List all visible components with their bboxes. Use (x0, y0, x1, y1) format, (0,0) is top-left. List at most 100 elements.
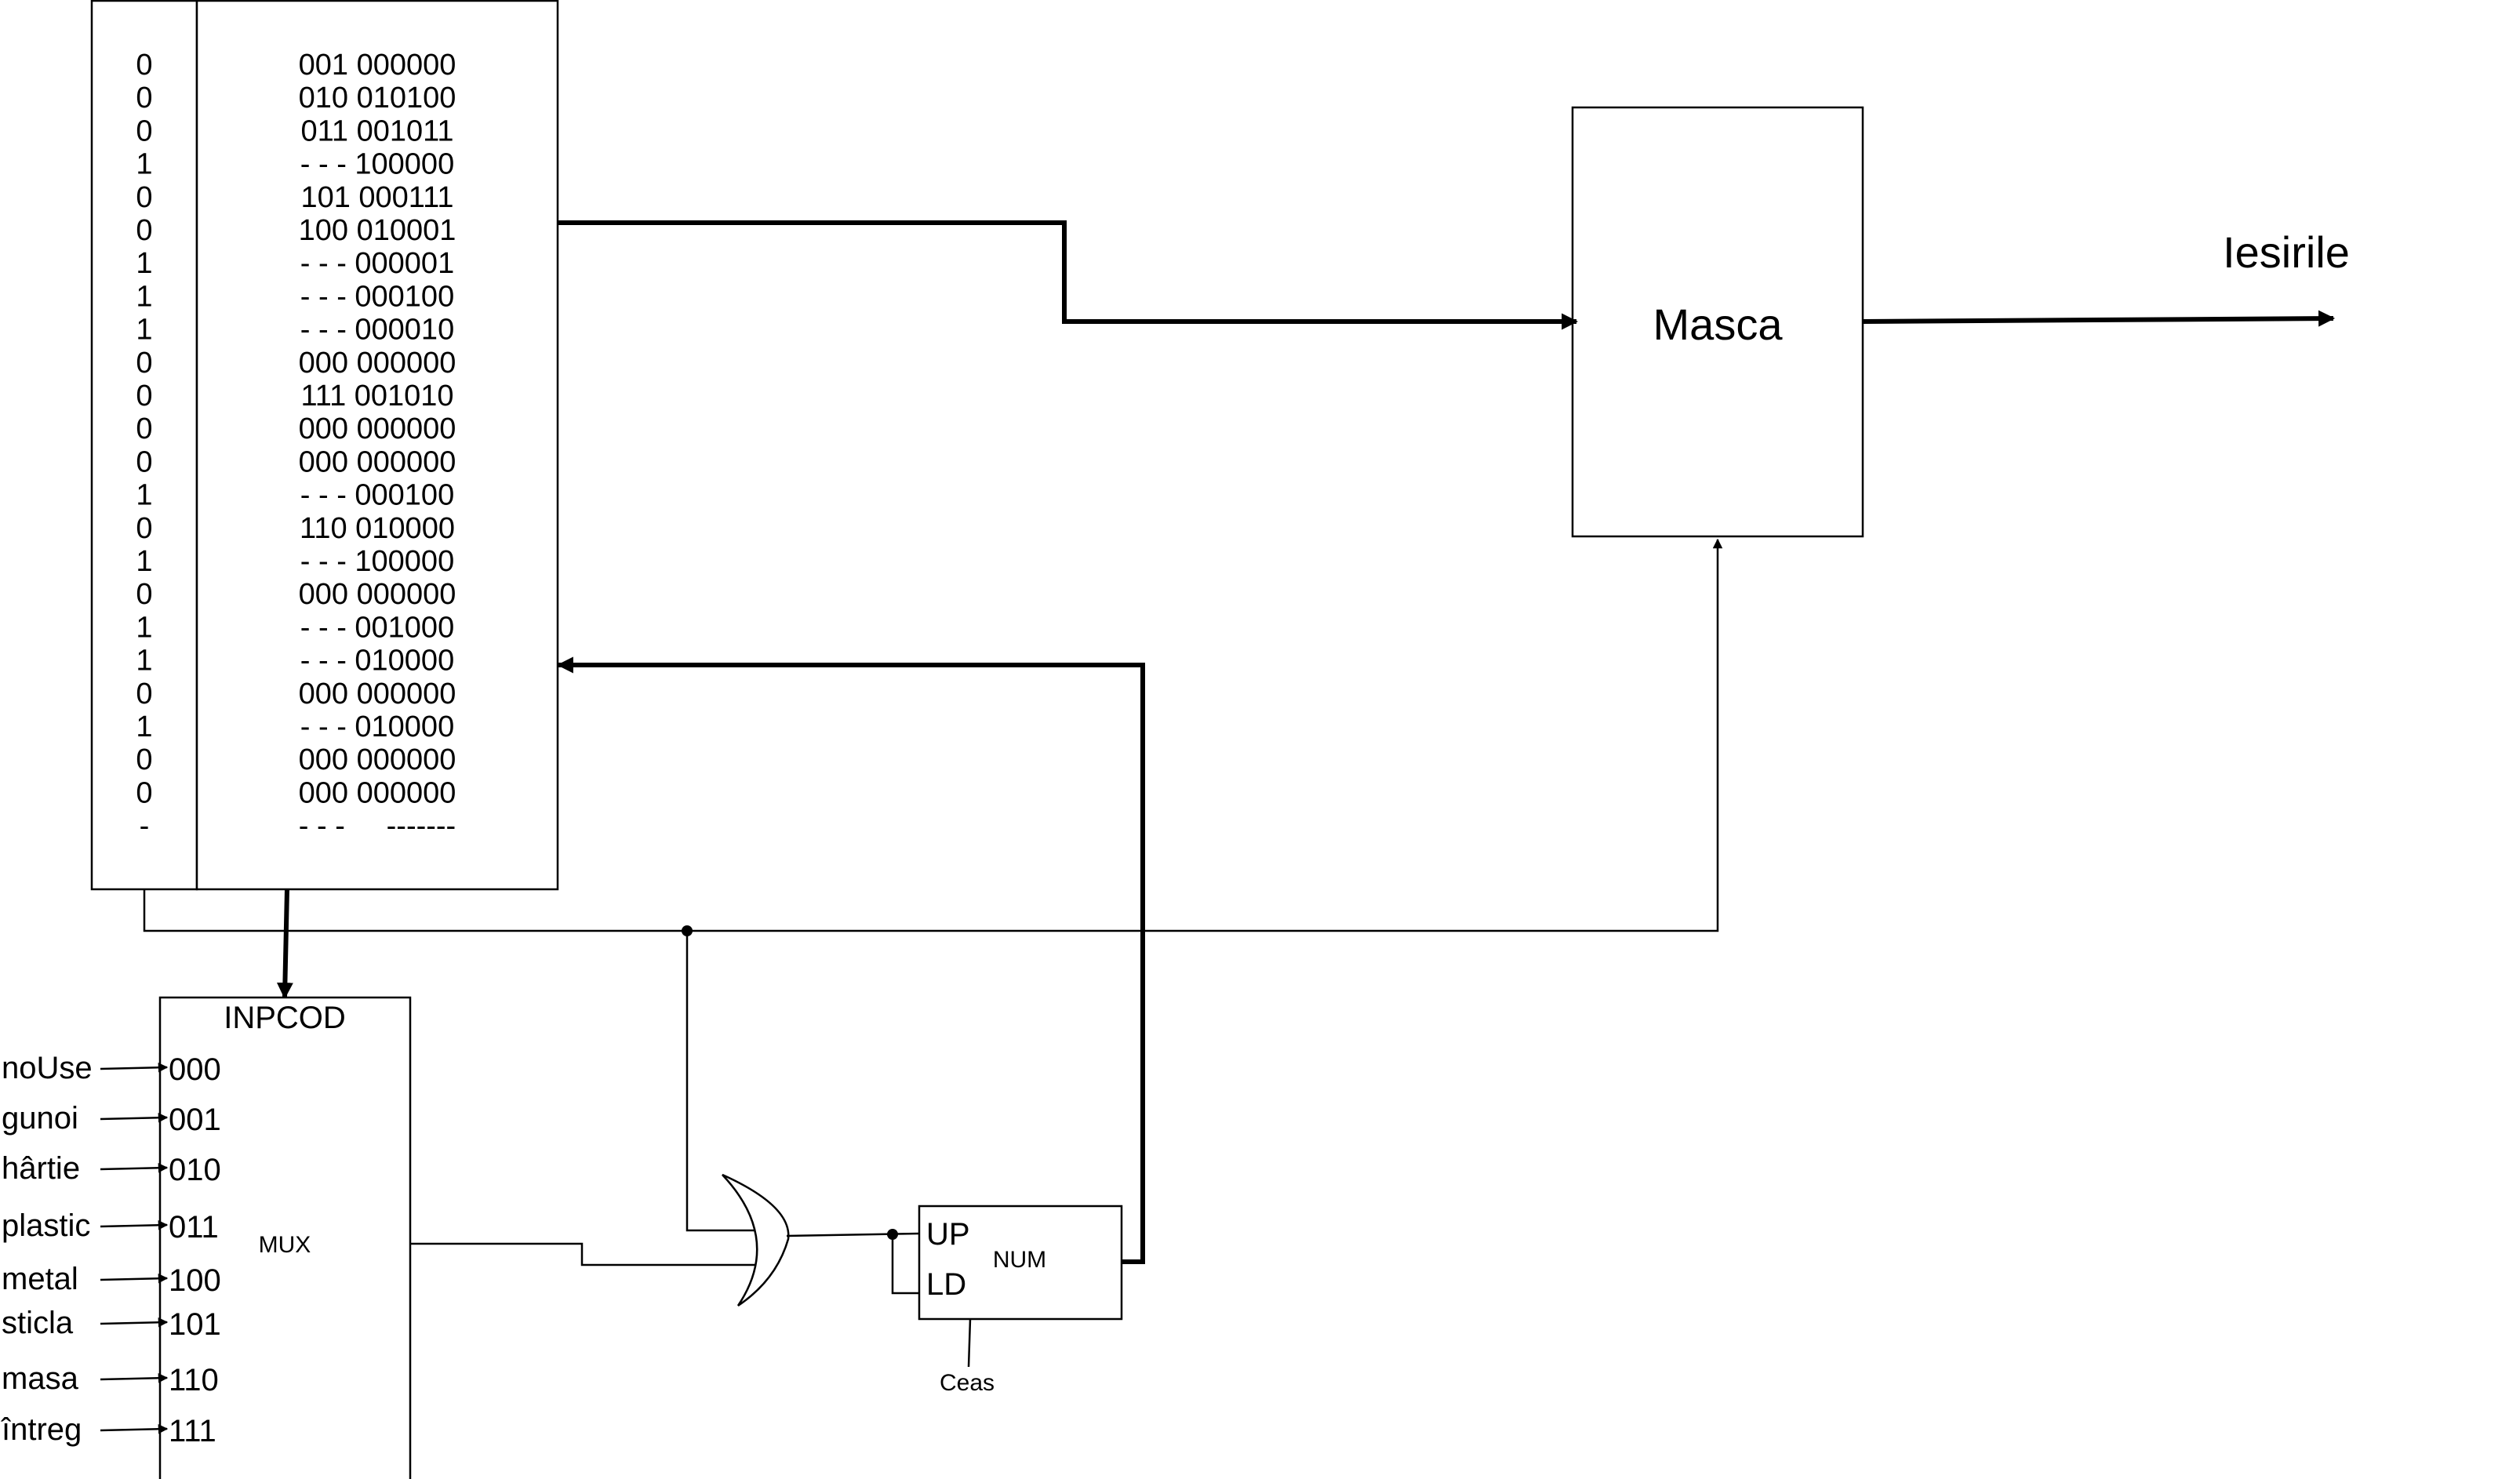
rom-flag-cell: - (140, 810, 150, 843)
rom-flag-cell: 1 (136, 710, 152, 743)
mux-input-arrow (100, 1424, 169, 1434)
rom-flag-cell: 0 (136, 776, 152, 809)
rom-flag-cell: 1 (136, 280, 152, 313)
rom-code-cell: - - - 000010 (300, 314, 454, 347)
mux-input-code: 010 (169, 1153, 221, 1187)
rom-code-cell: 101 000111 (300, 181, 453, 214)
mux-box (158, 996, 412, 1479)
ld-wire (891, 1234, 919, 1295)
counter-to-rom-address-bus (556, 656, 1145, 1264)
rom-code-cell: 000 000000 (299, 743, 456, 776)
mux-input-signal-label: masa (2, 1361, 79, 1396)
rom-flag-cell: 0 (136, 347, 152, 380)
rom-code-cell: - - - 010000 (300, 710, 454, 743)
counter-up-label: UP (926, 1217, 970, 1252)
flag-to-or-wire (685, 931, 758, 1232)
output-bus-arrow (1862, 310, 2336, 327)
mux-input-code: 101 (169, 1307, 221, 1342)
rom-code-cell: - - - 010000 (300, 645, 454, 678)
counter-block: UP LD NUM (918, 1205, 1123, 1321)
rom-code-cell: - - - 100000 (300, 148, 454, 181)
mux-input-arrow (100, 1317, 169, 1328)
mux-input-arrow (100, 1220, 169, 1230)
mux-input-code: 100 (169, 1263, 221, 1298)
rom-code-cell: - - - 001000 (300, 611, 454, 644)
rom-flag-cell: 0 (136, 214, 152, 247)
mux-input-arrow (100, 1373, 169, 1383)
mux-input-signal-label: întreg (1, 1412, 82, 1447)
rom-flag-cell: 0 (136, 445, 152, 478)
counter-box (918, 1205, 1123, 1321)
rom-code-cell: 110 010000 (300, 512, 455, 545)
rom-code-cell: - - - 100000 (300, 545, 454, 578)
mask-label: Masca (1653, 300, 1784, 349)
mux-input-arrow (100, 1063, 169, 1073)
rom-flag-cell: 0 (136, 412, 152, 445)
rom-flag-cell: 0 (136, 82, 152, 114)
mux-input-code: 011 (169, 1210, 219, 1245)
rom-flag-cell: 0 (136, 181, 152, 214)
rom-flag-cell: 0 (136, 49, 152, 82)
mux-input-signal-label: plastic (2, 1208, 90, 1243)
rom-flag-cell: 1 (136, 479, 152, 512)
flag-line (143, 538, 1723, 932)
mux-input-signal-label: hârtie (2, 1151, 80, 1186)
rom-to-mux-select-bus (276, 888, 293, 1000)
counter-label: NUM (993, 1247, 1046, 1273)
rom-flag-cell: 0 (136, 678, 152, 710)
or-gate (722, 1173, 790, 1307)
rom-flag-cell: 1 (136, 314, 152, 347)
rom-flag-cell: 0 (136, 114, 152, 147)
rom-code-cell: 000 000000 (299, 776, 456, 809)
mask-block: Masca (1571, 106, 1864, 538)
mux-input-list: noUse 000 gunoi 001 hârtie 010 plastic 011 metal… (1, 1051, 221, 1448)
rom-flag-cell: 0 (136, 380, 152, 412)
rom-code-cell: 000 000000 (299, 412, 456, 445)
mux-input-code: 111 (169, 1414, 216, 1448)
mux-input-signal-label: metal (2, 1262, 78, 1296)
clock-label: Ceas (940, 1370, 995, 1396)
mux-input-arrow (100, 1113, 169, 1123)
rom-code-cell: 010 010100 (299, 82, 456, 114)
clock-wire (967, 1318, 972, 1368)
mux-center-label: MUX (259, 1232, 311, 1258)
rom-to-mask-bus (558, 220, 1579, 330)
rom-code-cell: - - - 000001 (300, 247, 454, 280)
mask-box (1571, 106, 1864, 538)
rom-flag-cell: 0 (136, 578, 152, 611)
rom-code-cell: 000 000000 (299, 347, 456, 380)
rom-code-cell: 011 001011 (300, 114, 453, 147)
rom-code-cell: - - - 000100 (300, 280, 454, 313)
rom-code-cell: 100 010001 (299, 214, 456, 247)
rom-flag-cell: 1 (136, 148, 152, 181)
mux-input-code: 000 (169, 1052, 221, 1087)
rom-code-cell: - - - 000100 (300, 479, 454, 512)
mux-input-code: 001 (169, 1103, 221, 1137)
rom-code-cell: - - - ------- (299, 810, 456, 843)
mux-input-arrow (100, 1163, 169, 1173)
mux-to-or-wire (410, 1242, 765, 1266)
counter-ld-label: LD (926, 1267, 966, 1302)
rom-code-cell: 000 000000 (299, 578, 456, 611)
mux-input-signal-label: sticla (2, 1306, 74, 1340)
mux-block: INPCOD MUX noUse 000 gunoi 001 hârtie 010 plas… (1, 996, 412, 1479)
outputs-label: Iesirile (2223, 227, 2350, 277)
rom-code-cell: 000 000000 (299, 678, 456, 710)
rom-flag-cell: 1 (136, 545, 152, 578)
mux-input-signal-label: gunoi (2, 1101, 78, 1136)
rom-code-column-box (195, 0, 559, 891)
rom-flag-column-box (90, 0, 198, 891)
rom-code-cell: 001 000000 (299, 49, 456, 82)
rom-code-cell: 000 000000 (299, 445, 456, 478)
rom-code-cell: 111 001010 (300, 380, 453, 412)
or-to-counter-wire (786, 1232, 920, 1237)
mux-input-code: 110 (169, 1363, 219, 1397)
rom-flag-cell: 0 (136, 512, 152, 545)
rom-flag-cell: 1 (136, 247, 152, 280)
mux-input-arrow (100, 1274, 169, 1284)
mux-title: INPCOD (224, 1001, 346, 1035)
mux-input-signal-label: noUse (2, 1051, 93, 1085)
